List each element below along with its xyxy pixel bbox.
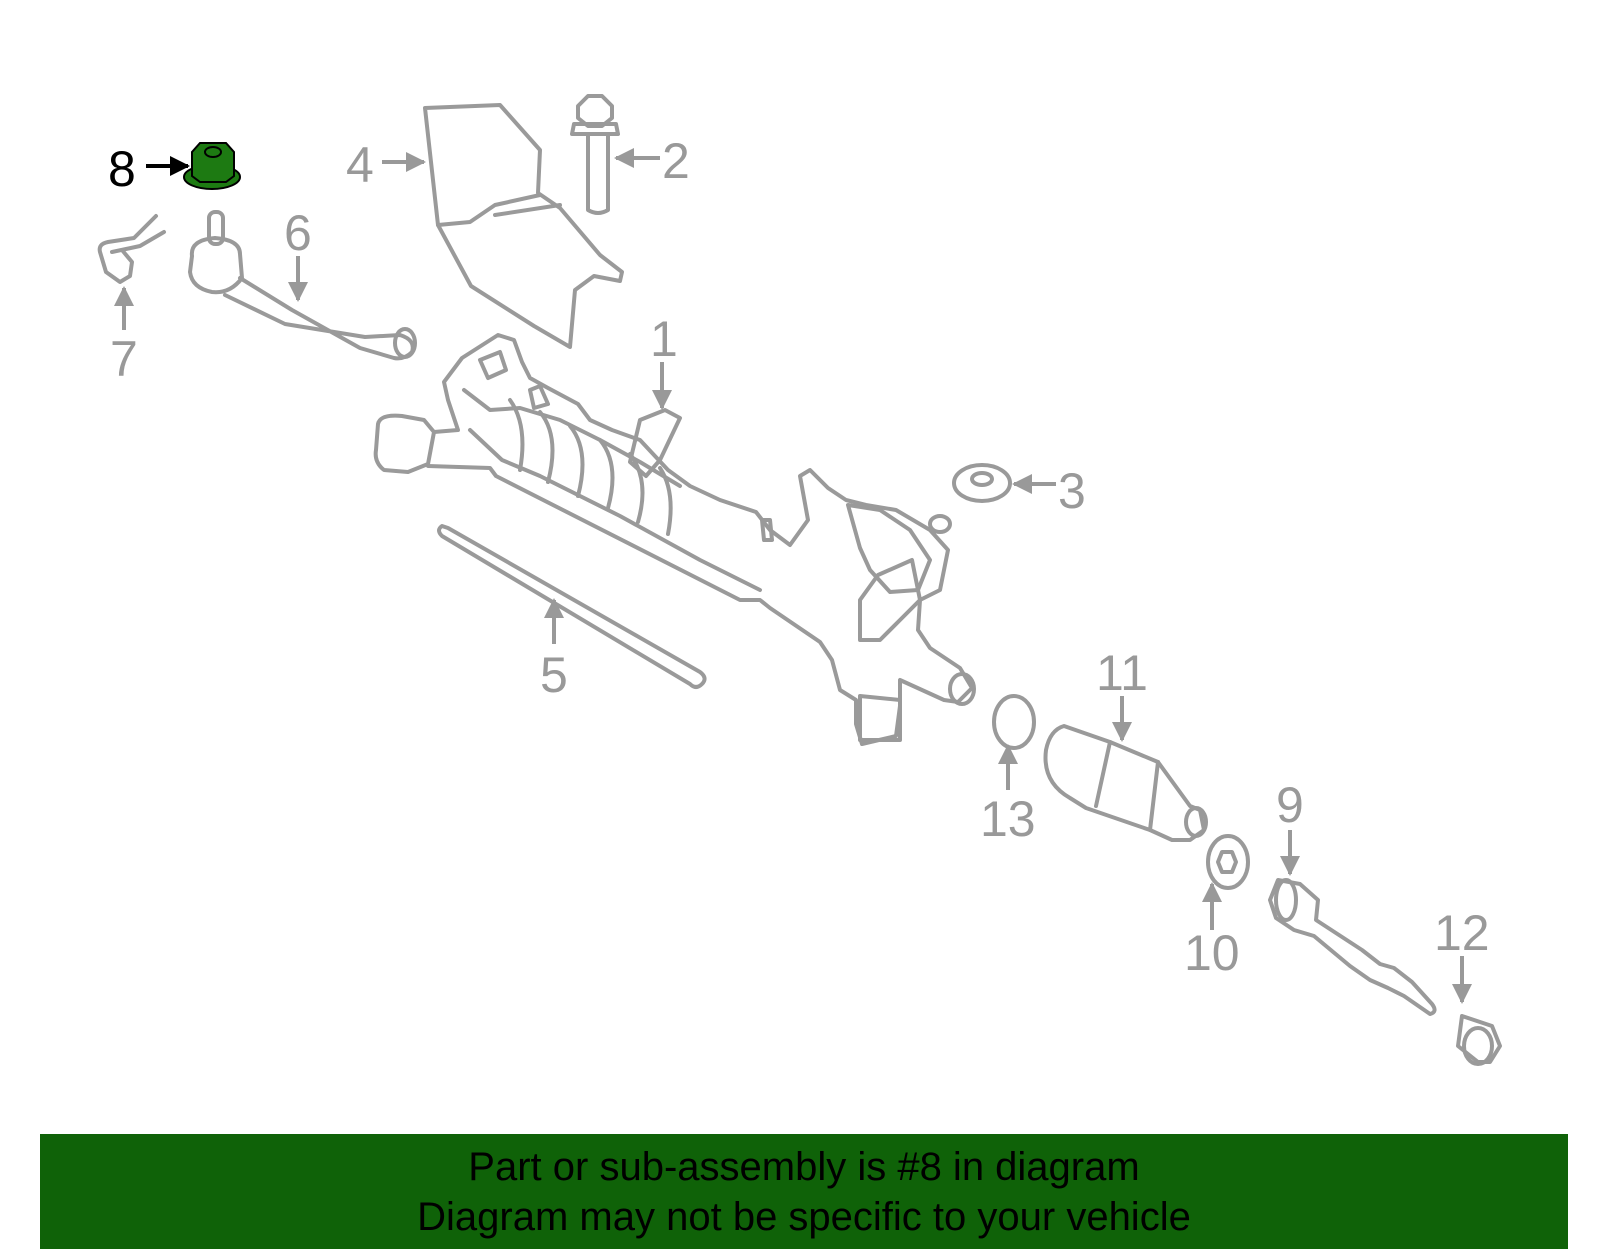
part-5-rod[interactable]	[437, 524, 707, 689]
callout-13: 13	[980, 791, 1036, 847]
info-banner: Part or sub-assembly is #8 in diagram Di…	[40, 1134, 1568, 1249]
callout-7: 7	[110, 331, 138, 387]
callout-9: 9	[1276, 777, 1304, 833]
part-6-tie-rod-end[interactable]	[188, 210, 417, 361]
callout-11: 11	[1096, 645, 1148, 701]
banner-line-1: Part or sub-assembly is #8 in diagram	[468, 1144, 1140, 1189]
part-4-heat-shield[interactable]	[423, 103, 624, 349]
part-1-steering-rack[interactable]	[373, 333, 976, 746]
callout-6: 6	[284, 205, 312, 261]
callout-2: 2	[662, 133, 690, 189]
callout-8: 8	[108, 141, 136, 197]
part-2-bolt[interactable]	[570, 94, 620, 215]
part-7-cotter-pin[interactable]	[97, 214, 166, 284]
part-3-washer[interactable]	[952, 463, 1012, 503]
part-13-o-ring[interactable]	[992, 694, 1036, 750]
callout-4: 4	[346, 137, 374, 193]
part-9-inner-tie-rod[interactable]	[1268, 878, 1437, 1016]
callout-5: 5	[540, 647, 568, 703]
part-10-lock-washer[interactable]	[1206, 834, 1250, 890]
callout-1: 1	[650, 311, 678, 367]
callout-3: 3	[1058, 463, 1086, 519]
banner-line-2: Diagram may not be specific to your vehi…	[417, 1194, 1191, 1239]
part-11-boot[interactable]	[1043, 724, 1208, 842]
part-8-nut[interactable]	[183, 142, 241, 190]
part-12-cap[interactable]	[1456, 1014, 1502, 1066]
callout-10: 10	[1184, 925, 1240, 981]
callout-12: 12	[1434, 905, 1490, 961]
